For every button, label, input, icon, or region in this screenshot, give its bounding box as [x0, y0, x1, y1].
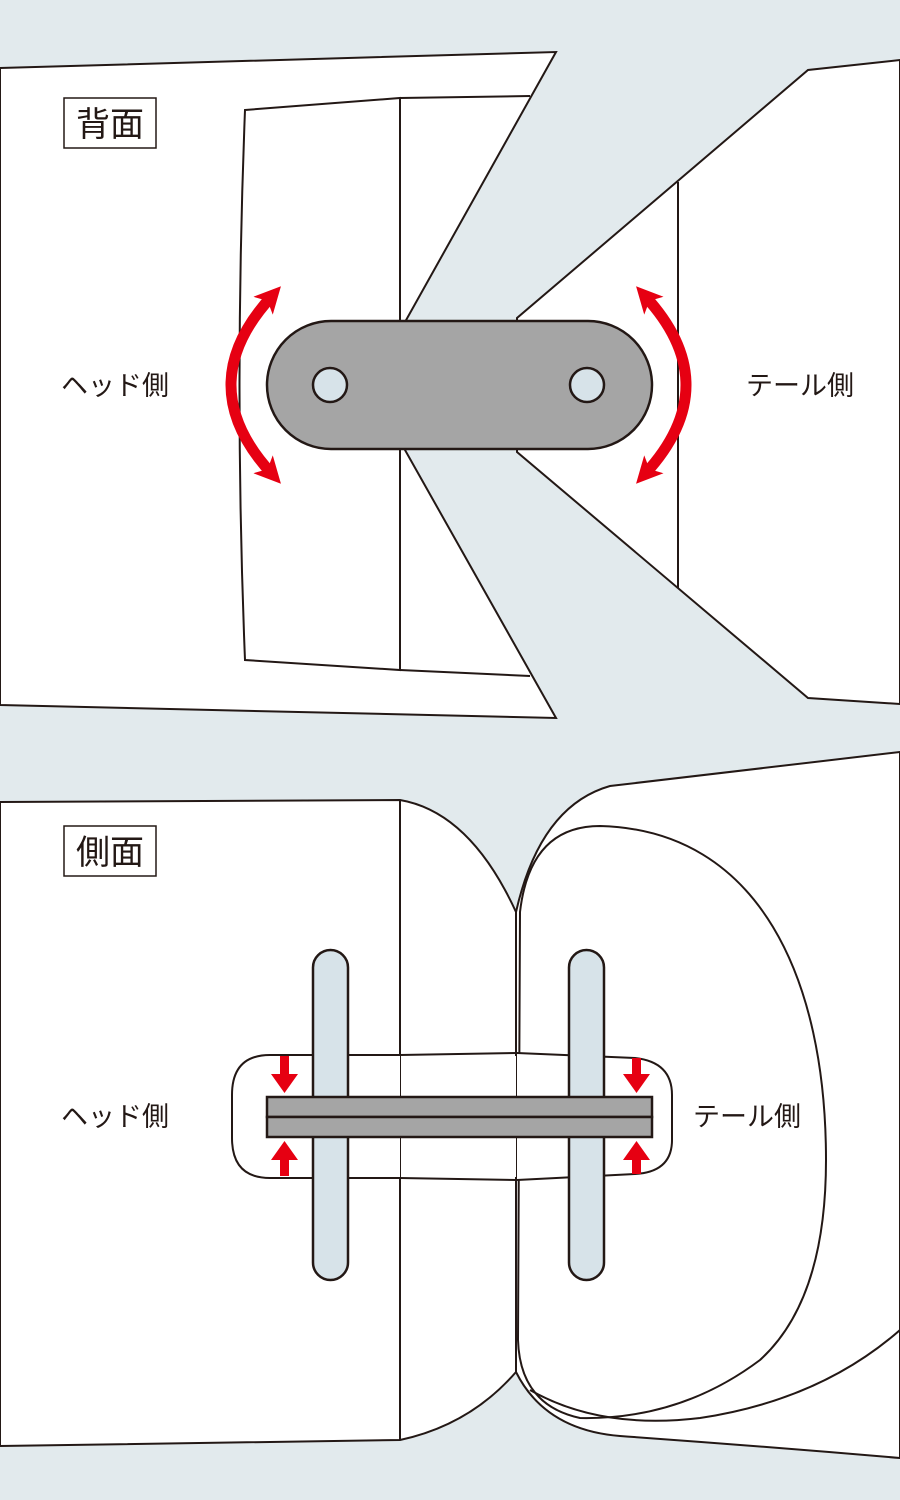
- side-view-title: 側面: [76, 833, 144, 873]
- back-pin-tail-side: [568, 366, 606, 404]
- clamp-arrow-head-bottom: [271, 1141, 298, 1176]
- side-head-side-label: ヘッド側: [61, 1102, 169, 1133]
- back-tail-side-label: テール側: [746, 371, 854, 402]
- back-view: 背面 ヘッド側 テール側: [0, 50, 900, 720]
- side-right-lower-curve: [529, 1329, 900, 1422]
- side-slot-gap-edges: [399, 1052, 518, 1181]
- side-view: 側面 ヘッド側 テール側: [0, 750, 900, 1460]
- clamp-arrow-tail-bottom: [623, 1141, 650, 1174]
- side-view-title-box: [63, 825, 157, 877]
- back-view-title-box: [63, 97, 157, 149]
- clamp-arrow-tail-top: [623, 1058, 650, 1093]
- side-link-plate-lower: [265, 1115, 654, 1139]
- back-pin-head-side: [311, 366, 349, 404]
- back-left-segment-plate-right: [399, 95, 531, 677]
- side-link-plate-upper: [265, 1095, 654, 1119]
- back-head-side-label: ヘッド側: [61, 371, 169, 402]
- rotation-arrow-tail-side: [636, 286, 692, 484]
- back-view-title: 背面: [76, 105, 144, 145]
- rotation-arrow-head-side: [225, 286, 281, 484]
- side-tail-side-label: テール側: [693, 1102, 801, 1133]
- back-right-segment-base: [516, 58, 900, 706]
- clamp-arrow-head-top: [271, 1056, 298, 1093]
